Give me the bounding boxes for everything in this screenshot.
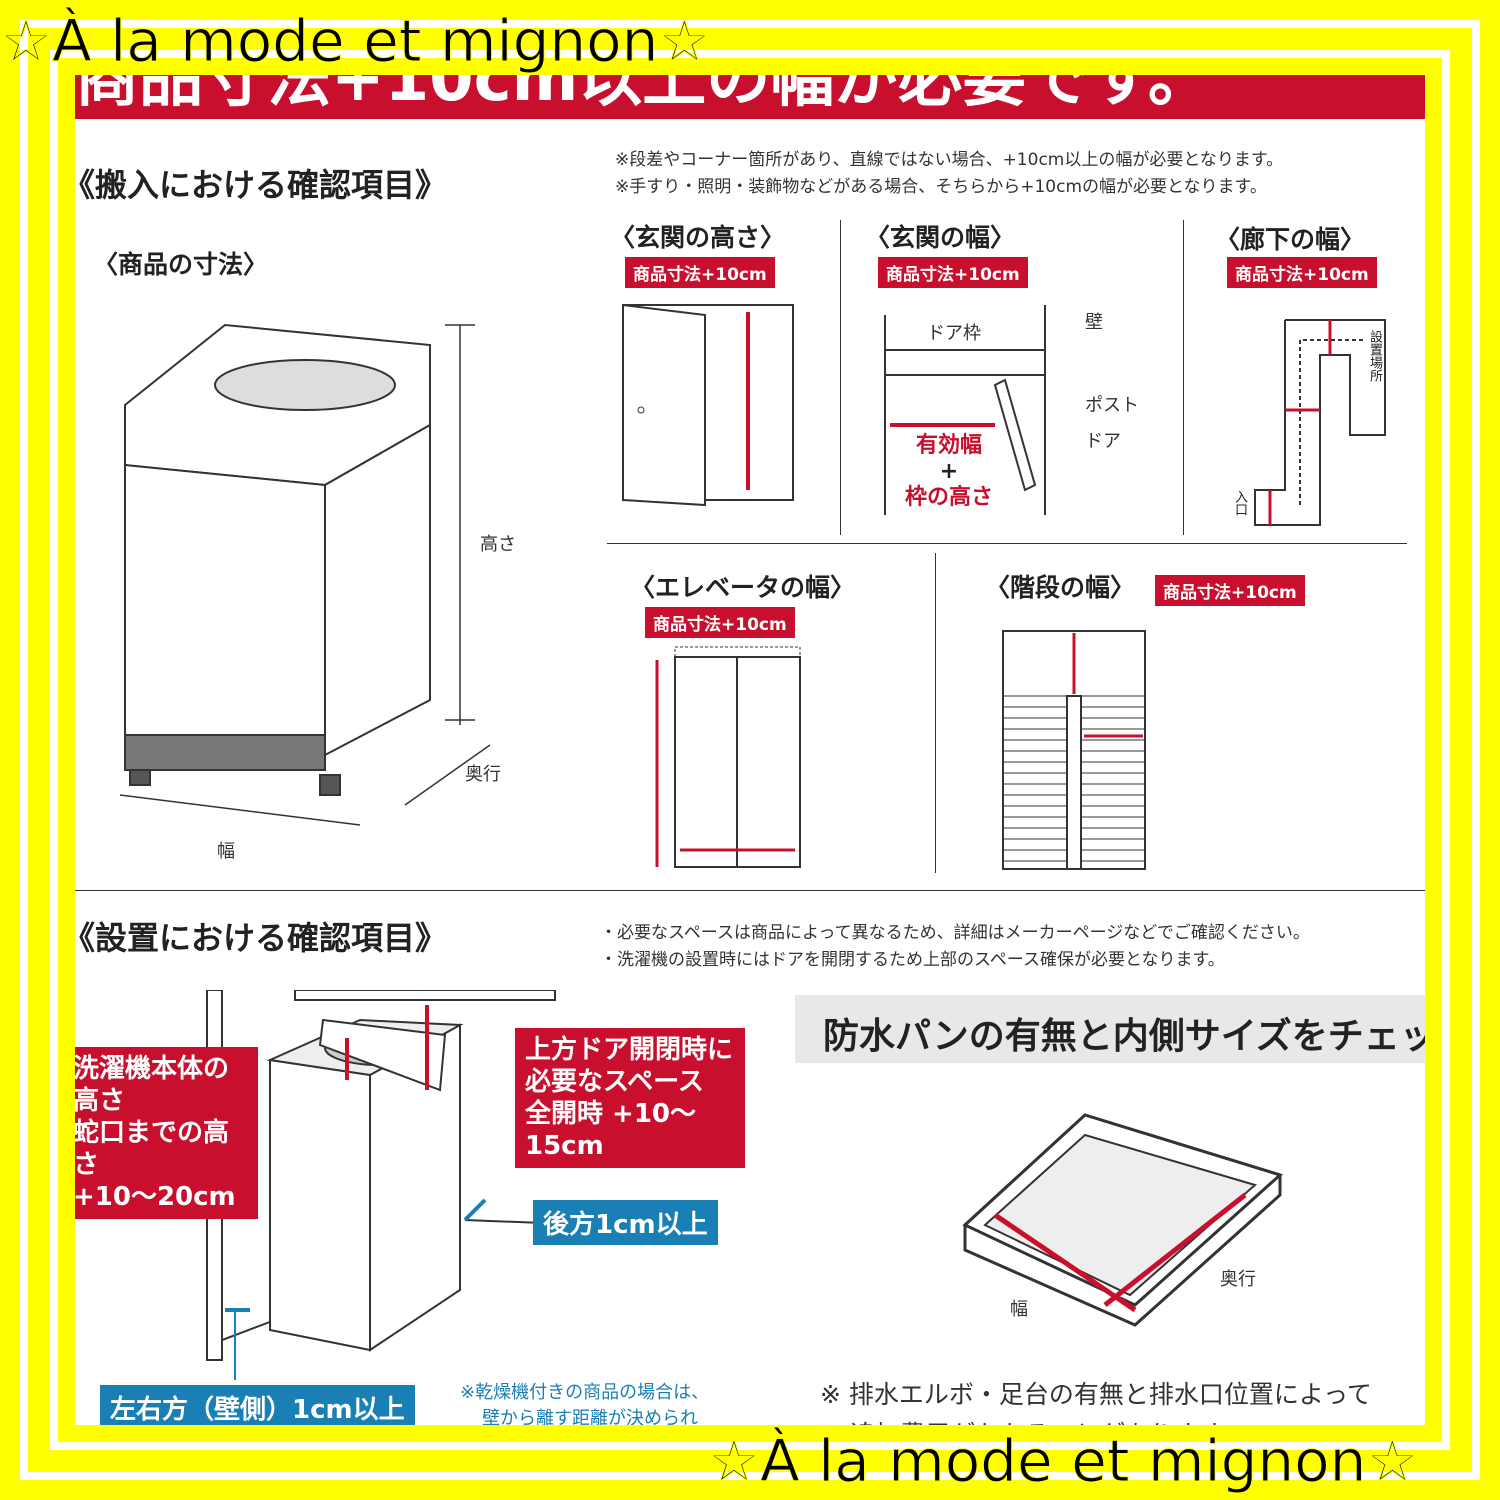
dryer-note-line: ※乾燥機付きの商品の場合は、 — [460, 1382, 710, 1403]
elevator-width-title: 〈エレベータの幅〉 — [630, 573, 856, 602]
door-label: ドア — [1085, 431, 1121, 452]
hallway-width-tag: 商品寸法+10cm — [1227, 257, 1377, 288]
installation-note-1: ・必要なスペースは商品によって異なるため、詳細はメーカーページなどでご確認くださ… — [600, 923, 1310, 943]
pan-width-label: 幅 — [1010, 1299, 1028, 1320]
divider — [840, 220, 841, 535]
product-width-label: 幅 — [217, 841, 235, 862]
hallway-width-title: 〈廊下の幅〉 — [1215, 225, 1366, 254]
entrance-height-tag: 商品寸法+10cm — [625, 257, 775, 288]
divider — [935, 553, 936, 873]
entrance-width-diagram — [884, 305, 1046, 515]
effective-width-text: 有効幅 — [916, 433, 983, 458]
faucet-height-callout: 洗濯機本体の高さ 蛇口までの高さ +10〜20cm — [75, 1047, 258, 1219]
header-banner: 商品寸法+10cm以上の幅が必要です。 — [75, 75, 1425, 119]
stairs-width-tag: 商品寸法+10cm — [1155, 575, 1305, 606]
dryer-note-line: 壁から離す距離が決められ — [482, 1408, 698, 1425]
entrance-height-diagram — [622, 303, 794, 507]
effective-width-label: 有効幅 + 枠の高さ — [905, 433, 993, 511]
banner-text: 商品寸法+10cm以上の幅が必要です。 — [75, 75, 1212, 116]
hallway-diagram — [1254, 319, 1386, 526]
installation-title: 《設置における確認項目》 — [75, 919, 448, 957]
pan-note-line: 追加費用がかかることがあります。 — [820, 1415, 1372, 1425]
waterproof-pan-illustration — [962, 1113, 1283, 1327]
product-dims-title: 〈商品の寸法〉 — [93, 250, 269, 279]
infographic: 商品寸法+10cm以上の幅が必要です。 《搬入における確認項目》 ※段差やコーナ… — [75, 75, 1425, 1425]
washing-machine-illustration — [119, 323, 491, 826]
elevator-diagram — [655, 646, 801, 868]
watermark-top: ☆À la mode et mignon☆ — [0, 7, 711, 75]
delivery-title: 《搬入における確認項目》 — [75, 166, 448, 204]
product-depth-label: 奥行 — [465, 764, 501, 785]
wall-label: 壁 — [1085, 312, 1103, 333]
frame-border-outer — [20, 20, 1480, 1480]
rear-clearance-label: 後方1cm以上 — [533, 1200, 718, 1245]
frame-border-inner — [50, 50, 1450, 1450]
installation-note-2: ・洗濯機の設置時にはドアを開閉するため上部のスペース確保が必要となります。 — [600, 950, 1225, 970]
door-frame-label: ドア枠 — [927, 323, 981, 344]
product-height-label: 高さ — [480, 534, 516, 555]
plus-text: + — [939, 459, 959, 484]
entrance-label: 入口 — [1232, 490, 1247, 516]
post-label: ポスト — [1085, 395, 1139, 416]
stairs-width-title: 〈階段の幅〉 — [985, 573, 1136, 602]
delivery-note-2: ※手すり・照明・装飾物などがある場合、そちらから+10cmの幅が必要となります。 — [615, 177, 1267, 197]
side-clearance-label: 左右方（壁側）1cm以上 — [100, 1385, 415, 1425]
delivery-note-1: ※段差やコーナー箇所があり、直線ではない場合、+10cm以上の幅が必要となります… — [615, 150, 1284, 170]
waterproof-pan-heading: 防水パンの有無と内側サイズをチェック — [795, 995, 1425, 1063]
pan-note: ※ 排水エルボ・足台の有無と排水口位置によって 追加費用がかかることがあります。 — [820, 1375, 1372, 1425]
divider — [607, 543, 1407, 544]
door-space-callout: 上方ドア開閉時に 必要なスペース 全開時 +10〜15cm — [515, 1028, 745, 1168]
elevator-width-tag: 商品寸法+10cm — [645, 607, 795, 638]
entrance-width-tag: 商品寸法+10cm — [878, 257, 1028, 288]
frame-height-text: 枠の高さ — [905, 485, 994, 510]
watermark-bottom: ☆À la mode et mignon☆ — [707, 1427, 1419, 1495]
entrance-height-title: 〈玄関の高さ〉 — [610, 223, 786, 252]
entrance-width-title: 〈玄関の幅〉 — [865, 223, 1016, 252]
divider — [1183, 220, 1184, 535]
section-divider — [75, 890, 1425, 891]
install-place-label: 設置場所 — [1367, 330, 1382, 382]
pan-note-line: ※ 排水エルボ・足台の有無と排水口位置によって — [820, 1380, 1372, 1409]
stairs-diagram — [1002, 630, 1146, 870]
dryer-note: ※乾燥機付きの商品の場合は、 壁から離す距離が決められ — [460, 1380, 709, 1425]
pan-depth-label: 奥行 — [1220, 1269, 1256, 1290]
